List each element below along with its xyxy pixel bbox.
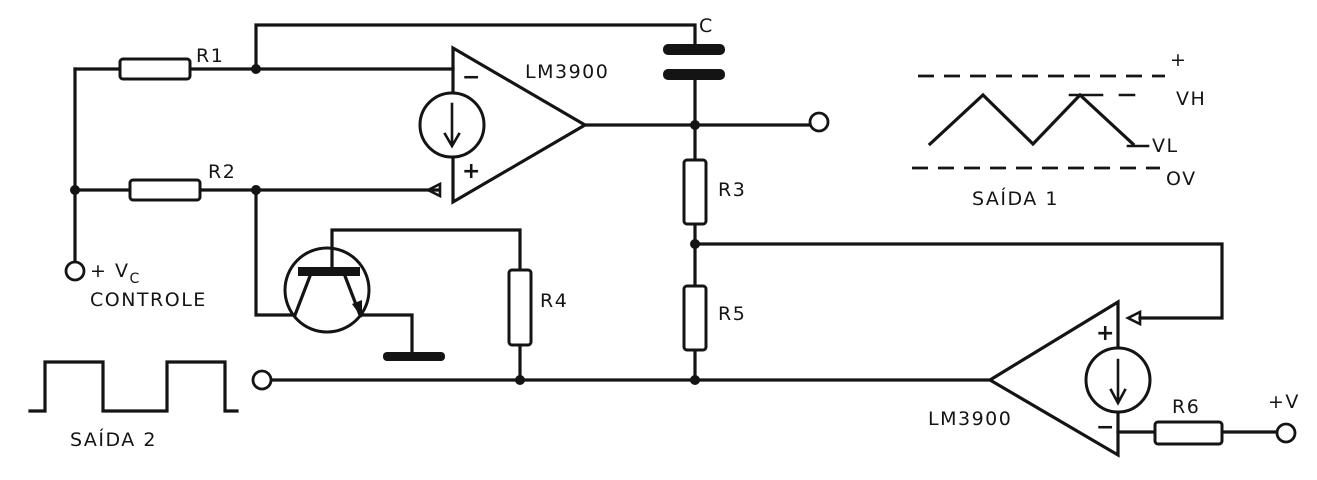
- label-vh: VH: [1176, 88, 1206, 110]
- label-r6: R6: [1172, 396, 1200, 418]
- junction-dot: [70, 185, 80, 195]
- resistor-r4: [507, 268, 533, 347]
- label-ov: OV: [1166, 168, 1197, 190]
- wire-emitter: [358, 313, 414, 354]
- vplus-terminal: [1275, 422, 1297, 444]
- label-controle: CONTROLE: [90, 289, 207, 311]
- ground-icon: [383, 352, 445, 361]
- junction-dot: [515, 375, 525, 385]
- waveform-saida2: SAÍDA 2: [28, 360, 239, 451]
- resistor-r1: [118, 57, 192, 81]
- square-wave: [28, 360, 239, 413]
- label-r4: R4: [540, 290, 568, 312]
- triangle-wave: [927, 92, 1136, 147]
- resistor-r2: [128, 178, 202, 202]
- arrow-down-icon: [1109, 358, 1127, 406]
- resistor-r5: [682, 284, 708, 352]
- wire-collector: [330, 228, 522, 272]
- wire-base: [254, 188, 297, 317]
- label-saida2: SAÍDA 2: [70, 428, 157, 451]
- waveform-saida1: + VH VL OV SAÍDA 1: [912, 49, 1206, 210]
- label-vc-sub: C: [129, 271, 140, 287]
- wire-feedback-right: [693, 242, 1224, 320]
- label-vc: + VC: [90, 260, 141, 287]
- label-r5: R5: [718, 303, 746, 325]
- opamp-1: − +: [418, 45, 589, 205]
- junction-dot: [690, 375, 700, 385]
- resistor-r6: [1153, 420, 1224, 446]
- label-vc-main: + V: [90, 260, 129, 282]
- label-opamp2: LM3900: [928, 408, 1012, 430]
- opamp-2: + −: [986, 299, 1152, 458]
- resistor-r3: [682, 158, 708, 226]
- opamp2-plus-sign: +: [1096, 321, 1114, 346]
- opamp1-plus-sign: +: [462, 159, 480, 184]
- label-r3: R3: [718, 179, 746, 201]
- label-vl: VL: [1152, 135, 1179, 157]
- wire-feedback-top: [254, 23, 697, 71]
- junction-dots: [70, 64, 700, 385]
- label-vplus: +V: [1268, 391, 1300, 413]
- wires: [73, 23, 1278, 434]
- label-saida1: SAÍDA 1: [972, 187, 1059, 210]
- output2-terminal: [251, 369, 273, 391]
- opamp1-minus-sign: −: [462, 65, 480, 90]
- arrow-down-icon: [443, 102, 461, 149]
- output1-terminal: [808, 111, 830, 133]
- junction-dot: [690, 120, 700, 130]
- label-r1: R1: [196, 45, 224, 67]
- capacitor-c: [663, 44, 725, 80]
- label-r2: R2: [208, 161, 236, 183]
- junction-dot: [251, 64, 261, 74]
- transistor-icon: [283, 246, 371, 334]
- label-c: C: [699, 15, 714, 37]
- label-wave-plus: +: [1170, 49, 1187, 71]
- label-opamp1: LM3900: [525, 61, 609, 83]
- opamp2-minus-sign: −: [1096, 415, 1114, 440]
- vc-terminal: [64, 260, 86, 282]
- junction-dot: [251, 185, 261, 195]
- junction-dot: [690, 239, 700, 249]
